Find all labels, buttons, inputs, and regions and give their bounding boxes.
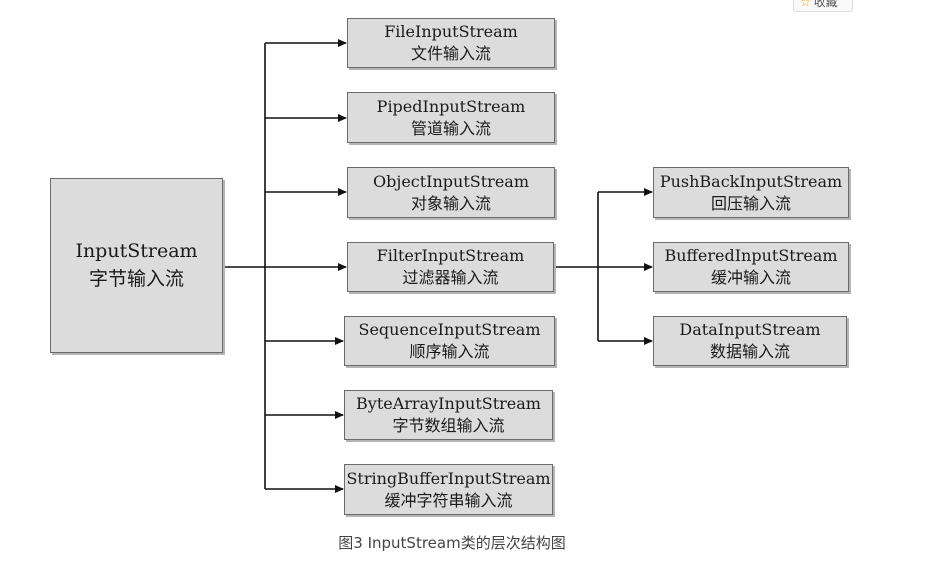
node-class-name: FileInputStream bbox=[384, 22, 518, 42]
node-filterinputstream: FilterInputStream 过滤器输入流 bbox=[347, 242, 554, 292]
favorite-label: 收藏 bbox=[813, 0, 838, 9]
star-icon: ☆ bbox=[800, 0, 811, 9]
node-class-name: PipedInputStream bbox=[376, 96, 526, 116]
node-chinese-label: 文件输入流 bbox=[410, 44, 491, 63]
node-class-name: InputStream bbox=[75, 239, 198, 262]
node-inputstream: InputStream 字节输入流 bbox=[50, 178, 223, 353]
node-class-name: ByteArrayInputStream bbox=[356, 394, 541, 414]
node-chinese-label: 缓冲输入流 bbox=[710, 268, 791, 287]
node-class-name: DataInputStream bbox=[679, 320, 821, 340]
node-bufferedinputstream: BufferedInputStream 缓冲输入流 bbox=[653, 242, 849, 292]
node-class-name: FilterInputStream bbox=[376, 246, 525, 266]
node-bytearrayinputstream: ByteArrayInputStream 字节数组输入流 bbox=[344, 390, 553, 440]
node-chinese-label: 缓冲字符串输入流 bbox=[384, 490, 513, 510]
node-stringbufferinputstream: StringBufferInputStream 缓冲字符串输入流 bbox=[344, 464, 553, 515]
node-objectinputstream: ObjectInputStream 对象输入流 bbox=[347, 167, 555, 218]
node-class-name: ObjectInputStream bbox=[373, 171, 529, 191]
node-pushbackinputstream: PushBackInputStream 回压输入流 bbox=[653, 167, 849, 218]
node-chinese-label: 对象输入流 bbox=[410, 193, 491, 213]
node-chinese-label: 顺序输入流 bbox=[409, 342, 490, 361]
node-chinese-label: 数据输入流 bbox=[709, 342, 790, 361]
node-sequenceinputstream: SequenceInputStream 顺序输入流 bbox=[344, 316, 555, 366]
node-pipedinputstream: PipedInputStream 管道输入流 bbox=[347, 92, 555, 143]
node-chinese-label: 过滤器输入流 bbox=[402, 268, 499, 287]
node-chinese-label: 管道输入流 bbox=[410, 118, 491, 138]
node-chinese-label: 字节数组输入流 bbox=[392, 416, 505, 435]
node-fileinputstream: FileInputStream 文件输入流 bbox=[347, 18, 555, 68]
figure-caption: 图3 InputStream类的层次结构图 bbox=[338, 534, 566, 552]
node-datainputstream: DataInputStream 数据输入流 bbox=[653, 316, 847, 366]
node-class-name: BufferedInputStream bbox=[664, 246, 838, 266]
node-chinese-label: 回压输入流 bbox=[710, 193, 791, 213]
favorite-button[interactable]: ☆收藏 bbox=[793, 0, 853, 12]
node-chinese-label: 字节输入流 bbox=[88, 267, 184, 290]
node-class-name: SequenceInputStream bbox=[358, 320, 541, 340]
node-class-name: StringBufferInputStream bbox=[346, 468, 551, 488]
node-class-name: PushBackInputStream bbox=[659, 171, 843, 191]
